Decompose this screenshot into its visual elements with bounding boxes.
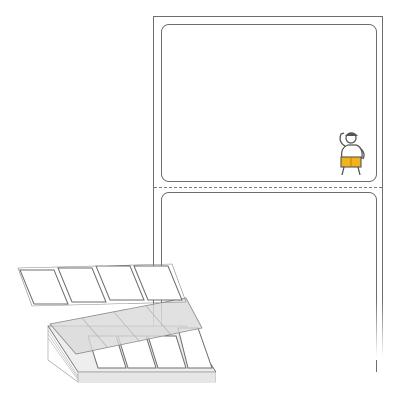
label-top — [161, 24, 377, 182]
fanfold-label-stack — [17, 263, 216, 383]
top-label-row — [19, 265, 183, 305]
worker-carrying-box-icon — [339, 132, 365, 176]
folded-sheet — [49, 297, 203, 355]
perforation-line — [154, 187, 382, 188]
